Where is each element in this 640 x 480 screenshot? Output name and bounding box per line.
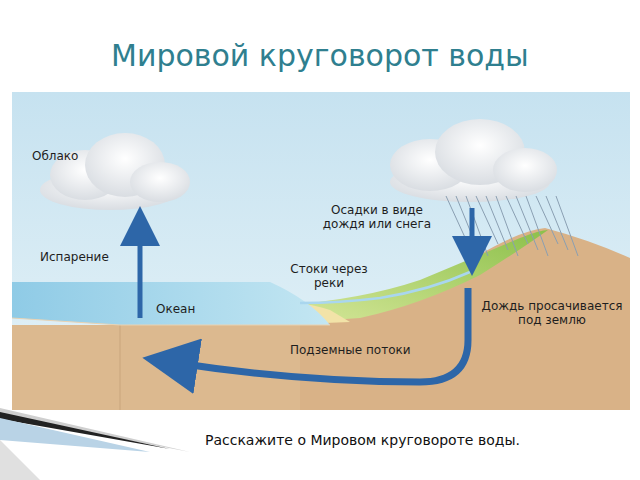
evaporation-arrow: [138, 226, 143, 318]
slide-title: Мировой круговорот воды: [111, 38, 529, 74]
precipitation-label: Осадки в виде дождя или снега: [316, 203, 438, 232]
groundwater-arrow: [170, 288, 468, 382]
precipitation-arrow: [470, 208, 475, 256]
sky: [12, 92, 630, 410]
block-edge: [12, 318, 330, 325]
slide-caption: Расскажите о Мировом круговороте воды.: [205, 432, 520, 449]
cloud-label: Облако: [32, 149, 78, 163]
ocean-label: Океан: [156, 302, 195, 316]
rain-hatching: [446, 196, 578, 256]
block-edge: [120, 325, 121, 410]
ocean-surface: [12, 282, 330, 325]
infiltration-label: Дождь просачивается под землю: [476, 299, 628, 328]
slide-decoration: [0, 408, 190, 480]
evaporation-label: Испарение: [40, 250, 109, 264]
groundwater-label: Подземные потоки: [290, 343, 411, 357]
cloud: [40, 133, 190, 210]
runoff-label: Стоки через реки: [286, 262, 372, 291]
cloud: [390, 119, 557, 202]
